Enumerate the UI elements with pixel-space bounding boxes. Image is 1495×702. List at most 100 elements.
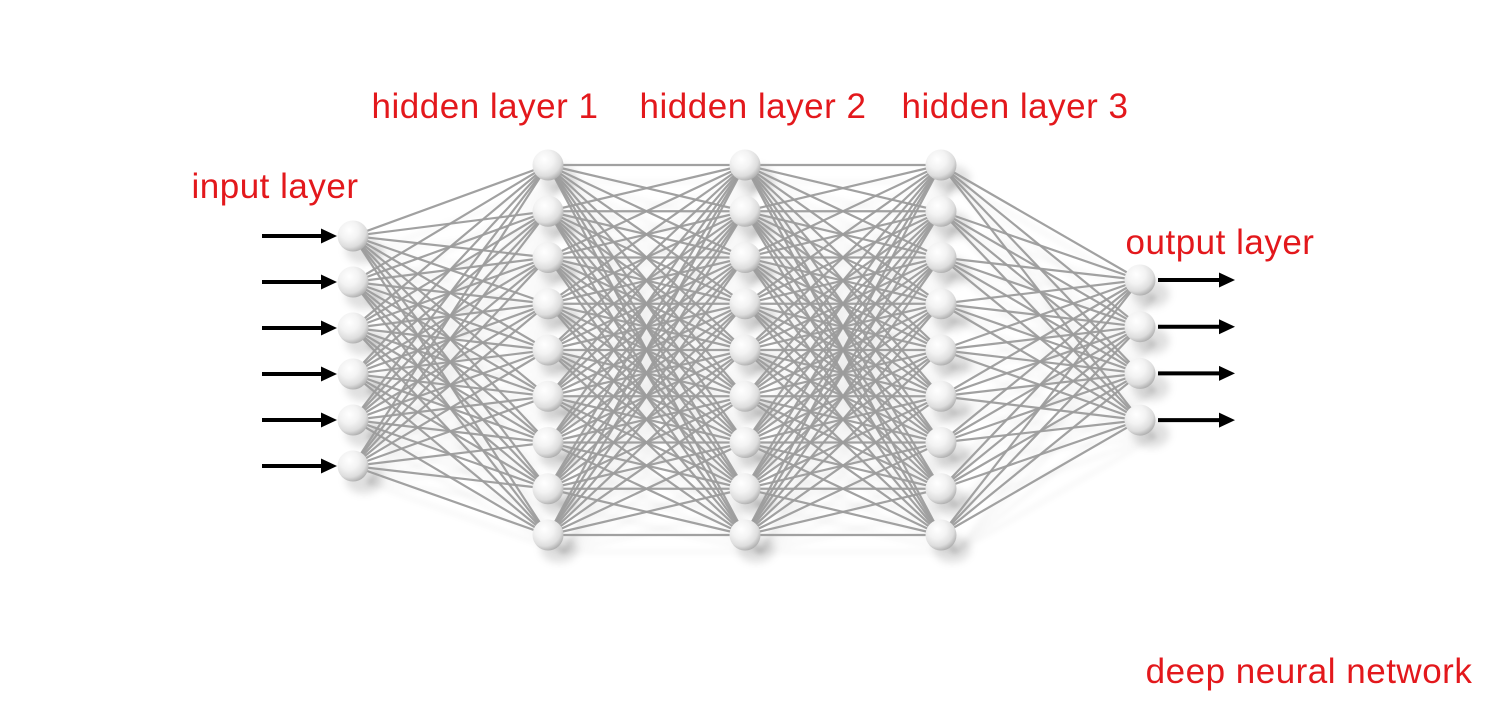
edge [352,441,549,468]
node [337,404,369,436]
label-input-layer: input layer [191,167,359,206]
edge [352,464,549,490]
edge [744,303,942,536]
edge [940,279,1141,398]
label-hidden-layer-2: hidden layer 2 [639,87,867,126]
node [925,288,957,320]
node [532,288,564,320]
edge-shadow [367,458,564,485]
edge [352,164,549,375]
edges [352,163,1141,537]
edge [547,303,746,536]
edge [547,163,746,213]
node [532,242,564,273]
edge [547,164,746,397]
input-arrowhead-icon [321,366,337,382]
node [532,519,564,551]
edge-shadow [954,296,1157,553]
edge [744,163,942,213]
node [532,473,564,505]
edge [547,164,746,444]
edge [744,256,942,536]
node [337,358,369,390]
edge-shadow [955,342,1156,553]
edge [352,164,549,467]
edge [352,302,549,467]
edge [547,210,746,536]
edge [547,441,746,536]
output-arrowhead-icon [1219,272,1235,288]
edge [547,164,746,351]
node [532,195,564,227]
node [337,312,369,344]
node [925,242,957,273]
edge [940,164,1141,281]
edge [744,164,942,259]
edge-shadow [759,366,957,553]
edge-shadow [367,181,564,346]
input-arrowhead-icon [321,458,337,474]
edge [352,256,549,467]
caption-deep-neural-network: deep neural network [1145,652,1473,691]
node [729,149,761,181]
edge [744,210,942,536]
input-arrowhead-icon [321,228,337,244]
node [729,473,761,505]
node [532,149,564,181]
node [729,288,761,320]
node [925,195,957,227]
edge [744,349,942,536]
edge [352,464,549,537]
label-output-layer: output layer [1125,223,1315,262]
node [925,473,957,505]
edge-shadow [367,481,564,508]
node [532,380,564,412]
input-arrowhead-icon [321,320,337,336]
edge [940,256,1141,282]
nodes [337,149,1156,551]
edge [547,164,746,490]
edge [352,164,549,283]
edge-shadow [562,366,761,553]
node [1124,404,1156,436]
output-arrowhead-icon [1219,365,1235,381]
edge [744,164,942,351]
edge [744,164,942,397]
node [729,427,761,458]
edge [547,164,746,259]
edge [940,279,1141,490]
edge [547,349,746,536]
edge [744,487,942,537]
node [729,242,761,273]
node [729,195,761,227]
node [729,519,761,551]
node [1124,357,1156,389]
node [337,220,369,252]
edge [352,349,549,467]
edge [744,164,942,444]
edge [547,487,746,537]
edge [940,278,1141,305]
edge [940,419,1141,536]
node [1124,311,1156,343]
edge [940,325,1141,536]
edge [547,164,746,305]
edge [940,279,1141,444]
edge [352,163,549,238]
arrows [262,228,1235,474]
edge [940,372,1141,536]
node [925,519,957,551]
edge [547,164,746,536]
edge [744,441,942,536]
node [532,427,564,458]
edge [352,164,549,421]
edge-shadow [955,435,1156,554]
edge [744,164,942,305]
node [925,334,957,366]
edge [352,164,549,329]
node [729,380,761,412]
node [337,266,369,298]
input-arrowhead-icon [321,274,337,290]
